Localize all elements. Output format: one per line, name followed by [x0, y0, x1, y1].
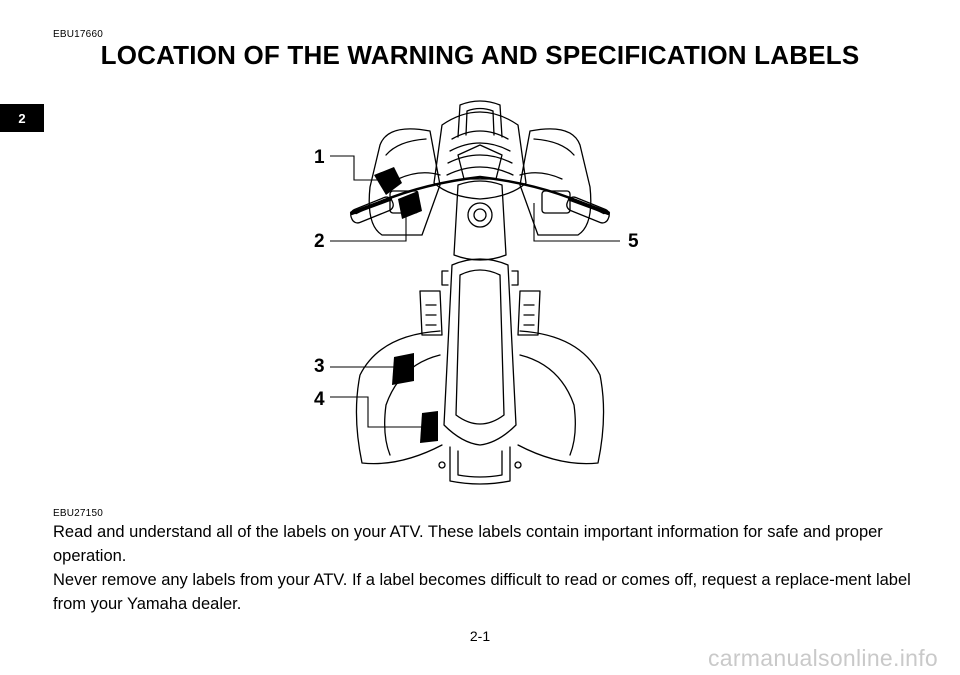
callout-2: 2 [314, 231, 325, 252]
atv-top-view-illustration [330, 100, 620, 485]
section-code-top: EBU17660 [53, 29, 103, 40]
callout-4: 4 [314, 389, 325, 410]
paragraph: Read and understand all of the labels on… [53, 523, 883, 565]
callout-3: 3 [314, 356, 325, 377]
body-text: Read and understand all of the labels on… [53, 520, 913, 616]
chapter-tab: 2 [0, 104, 44, 132]
page-title: LOCATION OF THE WARNING AND SPECIFICATIO… [100, 40, 860, 70]
paragraph: Never remove any labels from your ATV. I… [53, 571, 911, 613]
section-code-body: EBU27150 [53, 508, 103, 519]
page-number: 2-1 [469, 628, 491, 644]
watermark: carmanualsonline.info [707, 645, 938, 671]
callout-1: 1 [314, 147, 325, 168]
callout-5: 5 [628, 231, 639, 252]
